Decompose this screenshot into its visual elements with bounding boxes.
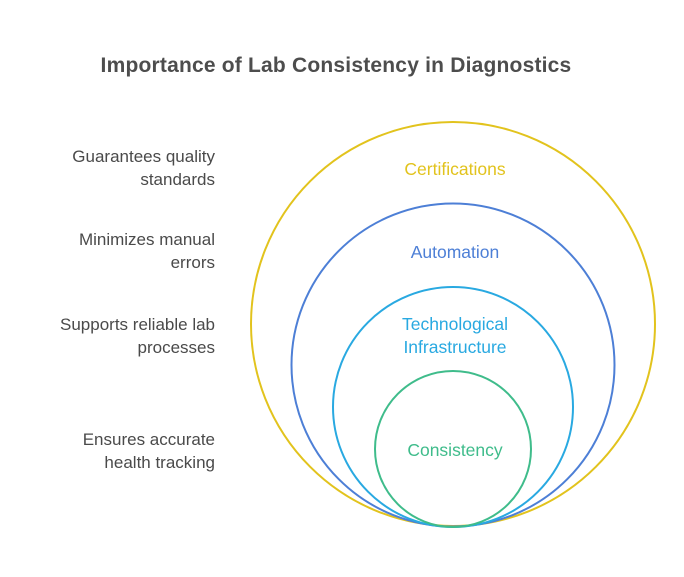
ring-label-consistency: Consistency — [407, 440, 503, 460]
ring-label-automation: Automation — [410, 242, 500, 262]
side-label-reliable-processes: Supports reliable lab processes — [60, 315, 215, 358]
ring-label-technological-infrastructure: Technological Infrastructure — [401, 314, 509, 357]
ring-circle-consistency — [374, 370, 532, 528]
ring-label-certifications: Certifications — [404, 159, 506, 179]
side-label-guarantees-quality: Guarantees quality standards — [72, 147, 215, 190]
page-title: Importance of Lab Consistency in Diagnos… — [100, 54, 572, 77]
side-label-minimizes-errors: Minimizes manual errors — [78, 230, 215, 273]
side-label-health-tracking: Ensures accurate health tracking — [82, 430, 215, 473]
